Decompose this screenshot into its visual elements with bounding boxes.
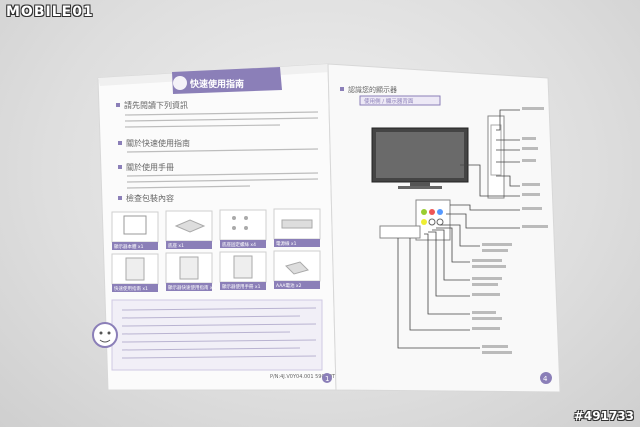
- left-page-number: 1: [325, 375, 329, 383]
- item-label: 顯示器使用手冊 x1: [222, 283, 261, 290]
- right-tab-label: 使用側 / 顯示器背面: [364, 97, 414, 105]
- item-label: 電源線 x1: [276, 240, 297, 247]
- photo-id-watermark: #491733: [573, 409, 634, 423]
- section-title-package: 檢查包裝內容: [126, 193, 174, 203]
- item-label: 顯示器本體 x1: [114, 243, 144, 250]
- guide-banner: 快速使用指南: [172, 67, 282, 94]
- connector-panel: [379, 199, 451, 241]
- section-title-manual: 關於使用手冊: [126, 162, 174, 172]
- part-number: P/N:4J.V0Y04.001 590M0T100R(A): [270, 374, 356, 380]
- callout-lines: [397, 109, 520, 349]
- banner-title: 快速使用指南: [190, 78, 244, 90]
- right-section-title: 認識您的顯示器: [348, 85, 397, 94]
- callout-label-bars: [472, 107, 548, 354]
- section-title-quick-guide: 關於快速使用指南: [126, 138, 190, 148]
- package-items-grid: 顯示器本體 x1 底座 x1 底座固定螺絲 x4 電源線 x1 快速使用指南 x…: [111, 208, 321, 292]
- section-title-read-first: 請先閱讀下列資訊: [124, 100, 188, 110]
- item-label: 快速使用指南 x1: [114, 285, 148, 292]
- body-text-lines: [124, 111, 319, 189]
- item-label: 顯示器快速使用指南 x1: [168, 284, 216, 291]
- mobile01-logo: MOBILE01: [6, 4, 94, 20]
- item-label: AAA電池 x2: [276, 282, 302, 289]
- item-label: 底座固定螺絲 x4: [222, 241, 256, 248]
- monitor-illustration: [371, 115, 505, 199]
- left-page: 快速使用指南 請先閱讀下列資訊 關於快速使用指南 關於使用手冊 檢查包裝內容: [92, 63, 356, 391]
- right-page-number: 4: [543, 375, 548, 383]
- notes-box: [92, 299, 323, 371]
- right-page: 認識您的顯示器 使用側 / 顯示器背面: [327, 63, 561, 393]
- item-label: 底座 x1: [168, 242, 184, 249]
